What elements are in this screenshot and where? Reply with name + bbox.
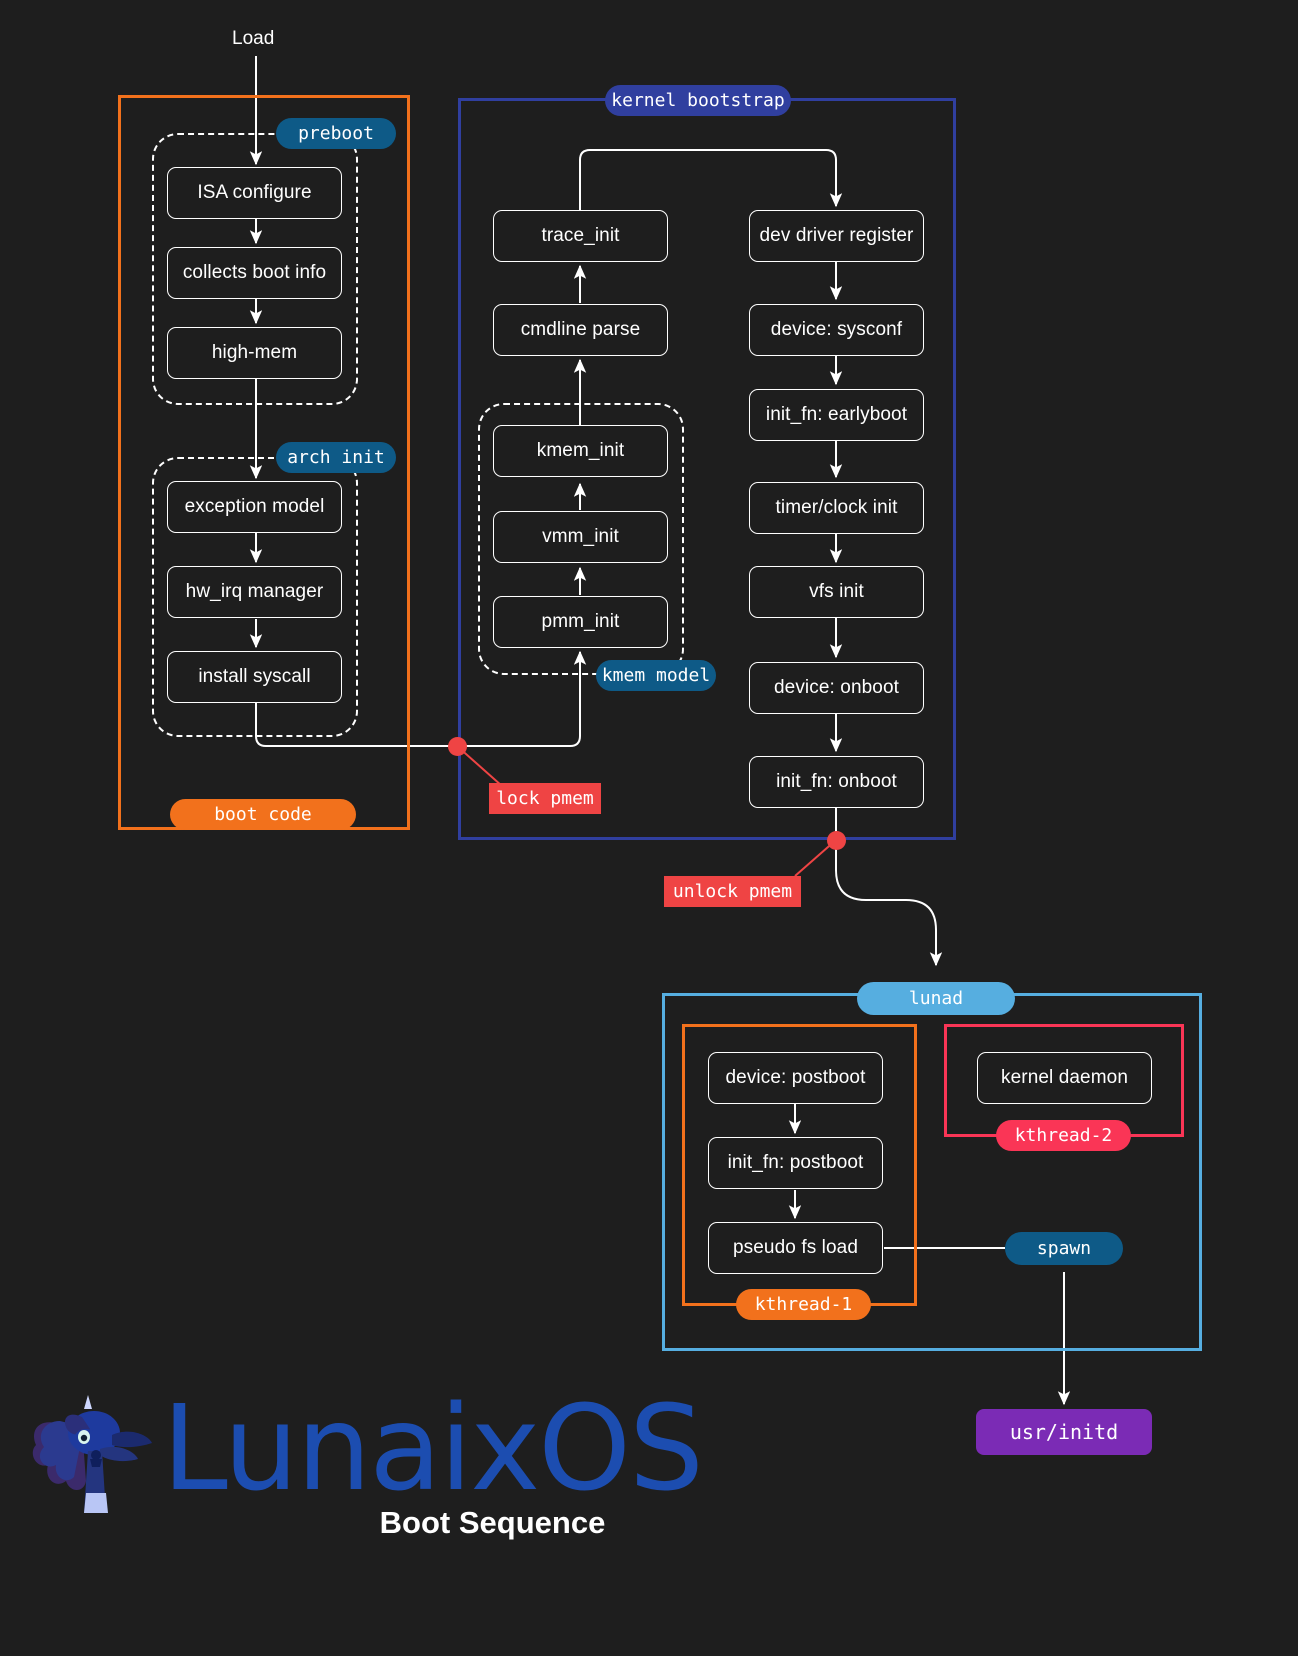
brand-text: LunaixOS bbox=[162, 1379, 704, 1517]
group-label-kmem-model: kmem model bbox=[596, 660, 716, 691]
marker-unlock-pmem: unlock pmem bbox=[664, 876, 801, 907]
luna-pony-mascot-icon bbox=[32, 1395, 152, 1513]
node-pmm-init[interactable]: pmm_init bbox=[493, 596, 668, 648]
group-label-kthread-1: kthread-1 bbox=[736, 1289, 871, 1320]
group-preboot bbox=[152, 133, 358, 405]
group-label-kthread-2: kthread-2 bbox=[996, 1120, 1131, 1151]
node-vmm-init[interactable]: vmm_init bbox=[493, 511, 668, 563]
diagram-title: Boot Sequence bbox=[379, 1505, 606, 1540]
group-label-lunad: lunad bbox=[857, 982, 1015, 1015]
node-usr-initd[interactable]: usr/initd bbox=[976, 1409, 1152, 1455]
node-collects-boot-info[interactable]: collects boot info bbox=[167, 247, 342, 299]
group-label-preboot: preboot bbox=[276, 118, 396, 149]
entry-label: Load bbox=[232, 28, 275, 49]
lock-pmem-junction-dot bbox=[448, 737, 467, 756]
marker-lock-pmem: lock pmem bbox=[489, 783, 601, 814]
node-trace-init[interactable]: trace_init bbox=[493, 210, 668, 262]
node-kmem-init[interactable]: kmem_init bbox=[493, 425, 668, 477]
node-high-mem[interactable]: high-mem bbox=[167, 327, 342, 379]
unlock-pmem-junction-dot bbox=[827, 831, 846, 850]
group-label-arch-init: arch init bbox=[276, 442, 396, 473]
node-dev-driver-register[interactable]: dev driver register bbox=[749, 210, 924, 262]
node-init-fn-postboot[interactable]: init_fn: postboot bbox=[708, 1137, 883, 1189]
node-timer-clock-init[interactable]: timer/clock init bbox=[749, 482, 924, 534]
node-hw-irq-manager[interactable]: hw_irq manager bbox=[167, 566, 342, 618]
node-kernel-daemon[interactable]: kernel daemon bbox=[977, 1052, 1152, 1104]
node-device-onboot[interactable]: device: onboot bbox=[749, 662, 924, 714]
marker-spawn: spawn bbox=[1005, 1232, 1123, 1265]
node-init-fn-earlyboot[interactable]: init_fn: earlyboot bbox=[749, 389, 924, 441]
node-isa-configure[interactable]: ISA configure bbox=[167, 167, 342, 219]
node-init-fn-onboot[interactable]: init_fn: onboot bbox=[749, 756, 924, 808]
group-kmem-model bbox=[478, 403, 684, 675]
node-device-postboot[interactable]: device: postboot bbox=[708, 1052, 883, 1104]
node-pseudo-fs-load[interactable]: pseudo fs load bbox=[708, 1222, 883, 1274]
node-device-sysconf[interactable]: device: sysconf bbox=[749, 304, 924, 356]
node-install-syscall[interactable]: install syscall bbox=[167, 651, 342, 703]
lunaixos-logo: LunaixOS bbox=[22, 1379, 704, 1525]
group-label-kernel-bootstrap: kernel bootstrap bbox=[605, 85, 791, 116]
node-cmdline-parse[interactable]: cmdline parse bbox=[493, 304, 668, 356]
group-arch-init bbox=[152, 457, 358, 737]
node-vfs-init[interactable]: vfs init bbox=[749, 566, 924, 618]
group-label-boot-code: boot code bbox=[170, 799, 356, 830]
node-exception-model[interactable]: exception model bbox=[167, 481, 342, 533]
